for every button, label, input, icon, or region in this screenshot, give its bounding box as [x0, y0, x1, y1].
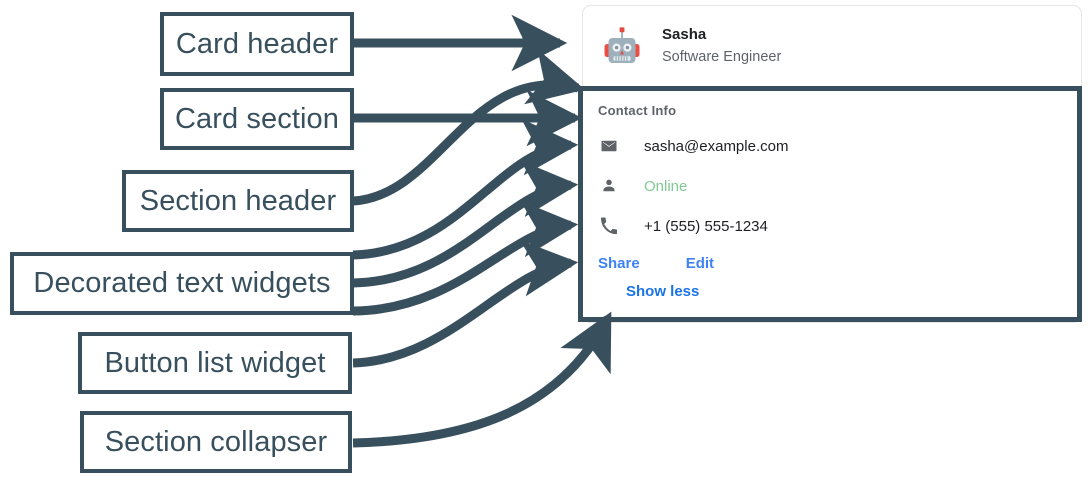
decorated-text-widget-phone[interactable]: +1 (555) 555-1234: [598, 215, 768, 237]
card-header-text: Sasha Software Engineer: [662, 25, 781, 68]
annotation-button-list-widget-label: Button list widget: [104, 346, 326, 379]
button-list-widget: Share Edit: [598, 255, 714, 272]
decorated-text-widget-email[interactable]: sasha@example.com: [598, 135, 788, 157]
annotation-button-list-widget: Button list widget: [78, 332, 352, 394]
section-collapser-button[interactable]: Show less: [626, 283, 700, 300]
card-header-title: Sasha: [662, 25, 707, 43]
annotation-section-collapser-label: Section collapser: [104, 425, 328, 458]
person-icon: [598, 175, 620, 197]
edit-button[interactable]: Edit: [685, 255, 715, 272]
card-header-subtitle: Software Engineer: [662, 49, 782, 66]
annotation-section-header: Section header: [122, 170, 354, 232]
annotation-decorated-text-widgets-label: Decorated text widgets: [33, 267, 331, 299]
annotation-card-section-label: Card section: [175, 102, 339, 135]
arrow-decorated-status: [352, 160, 579, 288]
share-button[interactable]: Share: [598, 255, 640, 272]
arrow-section-header: [352, 49, 586, 206]
status-value: Online: [644, 177, 688, 195]
arrow-decorated-phone: [352, 200, 579, 316]
phone-icon: [598, 215, 620, 237]
annotation-card-header: Card header: [160, 12, 354, 76]
card-section: Contact Info sasha@example.com Online: [583, 91, 1077, 317]
annotation-decorated-text-widgets: Decorated text widgets: [10, 252, 354, 315]
annotation-section-collapser: Section collapser: [80, 411, 352, 473]
card-header: Sasha Software Engineer: [583, 6, 1081, 87]
email-value: sasha@example.com: [644, 137, 789, 155]
robot-avatar-icon: [600, 25, 644, 69]
annotation-card-header-label: Card header: [175, 27, 339, 60]
annotation-section-header-label: Section header: [139, 184, 337, 217]
arrow-section-collapser: [352, 311, 612, 448]
annotation-card-section: Card section: [160, 88, 354, 150]
email-icon: [598, 135, 620, 157]
phone-value: +1 (555) 555-1234: [644, 217, 768, 235]
decorated-text-widget-status[interactable]: Online: [598, 175, 687, 197]
arrow-decorated-email: [352, 118, 579, 260]
section-header: Contact Info: [598, 103, 677, 118]
arrow-button-list: [352, 239, 579, 368]
